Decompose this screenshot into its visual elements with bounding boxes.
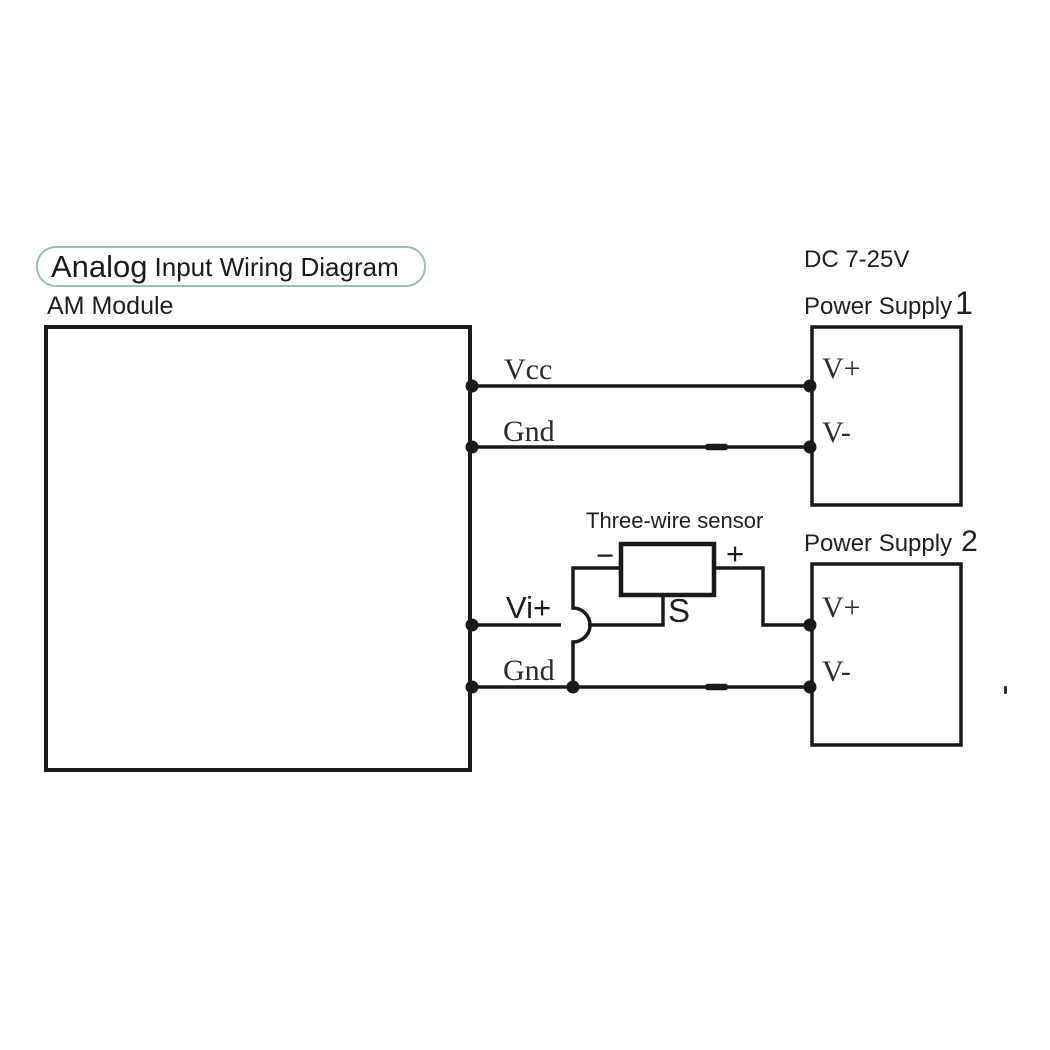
terminal-label-ps2-v-plus: V+ [822,591,861,624]
junction-dot-vi-plus-left [465,618,479,632]
wire-sensor-plus [716,566,806,627]
junction-dot-gnd-top-left [465,440,479,454]
page-title-rest: Input Wiring Diagram [154,252,399,282]
terminal-label-vi-plus: Vi+ [506,590,552,625]
junction-dot-ps2-v-minus [803,680,817,694]
terminal-label-ps1-v-minus: V- [822,416,851,449]
am-module-box [44,325,472,772]
power-supply-2-box [810,562,963,747]
terminal-label-vcc: Vcc [504,353,553,386]
wire-vi-plus-to-sensor-s [588,597,665,627]
junction-dot-ps2-v-plus [803,618,817,632]
title-highlight-ellipse: Analog Input Wiring Diagram [36,246,426,287]
terminal-label-sensor-signal: S [668,592,691,629]
power-supply-1-rating: DC 7-25V [804,246,910,273]
terminal-label-ps2-v-minus: V- [822,655,851,688]
three-wire-sensor-box [618,541,717,598]
power-supply-2-number: 2 [961,525,978,558]
terminal-label-sensor-plus: + [726,536,745,571]
junction-dot-vcc-left [465,379,479,393]
power-supply-1-box [810,325,963,507]
power-supply-1-caption: Power Supply 1 [804,287,973,319]
wire-sensor-minus-with-hop [571,566,619,687]
power-supply-2-name: Power Supply [804,530,953,557]
terminal-label-ps1-v-plus: V+ [822,352,861,385]
junction-dot-vcc-right [803,379,817,393]
power-supply-1-name: Power Supply [804,293,953,320]
sensor-label: Three-wire sensor [586,508,764,533]
power-supply-1-number: 1 [955,285,973,321]
stray-mark [1004,686,1007,694]
terminal-label-sensor-minus: − [596,538,615,573]
junction-dot-sensor-minus-gnd [566,680,580,694]
terminal-label-gnd-top: Gnd [503,415,555,448]
am-module-label: AM Module [47,292,174,320]
terminal-label-gnd-bottom: Gnd [503,654,555,687]
junction-dot-gnd-bottom-left [465,680,479,694]
power-supply-2-caption: Power Supply 2 [804,527,978,557]
junction-dot-gnd-top-right [803,440,817,454]
page-title-emphasis: Analog [51,248,148,284]
